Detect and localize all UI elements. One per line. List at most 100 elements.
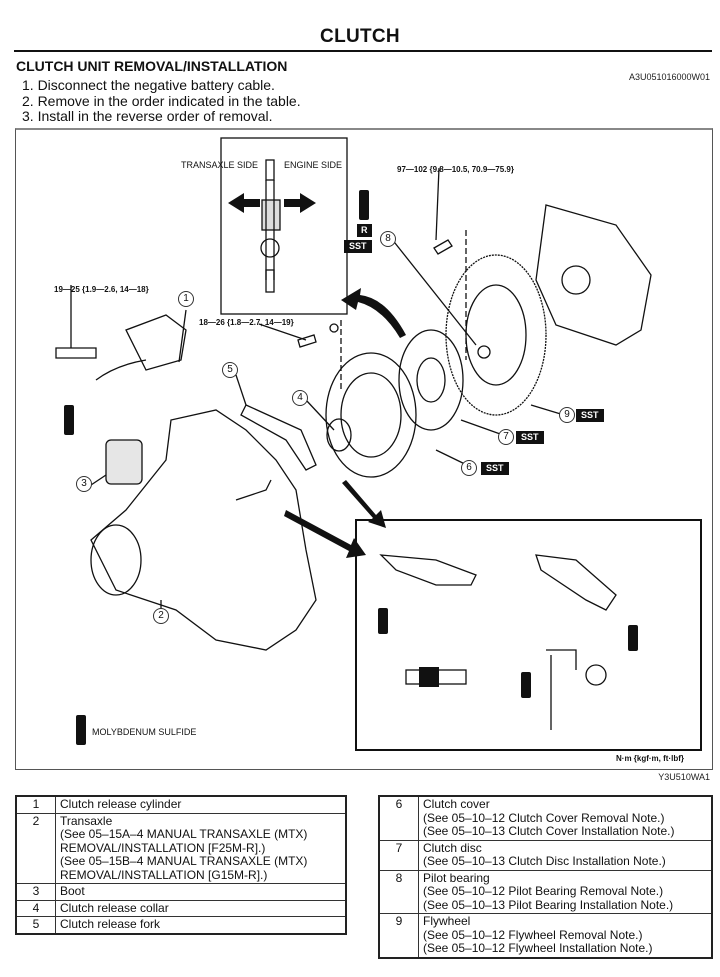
grease-can-icon bbox=[359, 190, 369, 220]
part-reference: (See 05–10–13 Pilot Bearing Installation… bbox=[423, 897, 674, 912]
grease-can-icon bbox=[76, 715, 86, 745]
part-number: 5 bbox=[15, 916, 56, 934]
torque-spec-release-cylinder: 19—25 {1.9—2.6, 14—18} bbox=[54, 285, 149, 294]
callout-5: 5 bbox=[222, 362, 238, 378]
part-reference: (See 05–10–12 Pilot Bearing Removal Note… bbox=[423, 884, 664, 898]
bolt-icon bbox=[55, 347, 97, 359]
grease-legend-label: MOLYBDENUM SULFIDE bbox=[92, 727, 197, 737]
table-row: 4 Clutch release collar bbox=[15, 899, 347, 917]
part-description: Clutch release collar bbox=[55, 899, 347, 917]
figure-id: Y3U510WA1 bbox=[658, 772, 710, 782]
callout-9: 9 bbox=[559, 407, 575, 423]
callout-6: 6 bbox=[461, 460, 477, 476]
clutch-cover-icon bbox=[325, 352, 417, 478]
boot-icon bbox=[105, 439, 143, 485]
curved-arrow-icon bbox=[341, 288, 406, 338]
part-reference: (See 05–10–12 Flywheel Installation Note… bbox=[423, 941, 653, 955]
part-description: Clutch release cylinder bbox=[55, 795, 347, 814]
part-name: Clutch release cylinder bbox=[60, 797, 182, 811]
callout-4: 4 bbox=[292, 390, 308, 406]
part-description: Flywheel(See 05–10–12 Flywheel Removal N… bbox=[418, 913, 713, 958]
units-note: N·m {kgf·m, ft·lbf} bbox=[616, 754, 684, 763]
exploded-diagram: TRANSAXLE SIDE ENGINE SIDE 97—102 {9.8—1… bbox=[15, 128, 713, 770]
document-id: A3U051016000W01 bbox=[628, 72, 710, 82]
sst-badge-9: SST bbox=[576, 409, 604, 422]
step: 2. Remove in the order indicated in the … bbox=[22, 92, 301, 109]
step: 1. Disconnect the negative battery cable… bbox=[22, 77, 275, 93]
replace-badge: R bbox=[357, 224, 372, 237]
part-reference: (See 05–15B–4 MANUAL TRANSAXLE (MTX) bbox=[60, 854, 308, 868]
release-fork-icon bbox=[240, 404, 317, 471]
bolt-icon bbox=[433, 239, 453, 255]
part-name: Clutch cover bbox=[423, 797, 490, 811]
part-number: 4 bbox=[15, 899, 56, 917]
callout-3: 3 bbox=[76, 476, 92, 492]
grease-can-icon bbox=[628, 625, 638, 651]
release-bearing-guide-icon bbox=[260, 159, 281, 293]
part-description: Boot bbox=[55, 883, 347, 901]
callout-7: 7 bbox=[498, 429, 514, 445]
grease-can-icon bbox=[64, 405, 74, 435]
part-reference: REMOVAL/INSTALLATION [F25M-R].) bbox=[60, 840, 266, 855]
part-number: 7 bbox=[378, 839, 419, 871]
part-number: 8 bbox=[378, 869, 419, 914]
torque-spec-clutch-cover: 18—26 {1.8—2.7, 14—19} bbox=[199, 318, 294, 327]
table-row: 3 Boot bbox=[15, 883, 347, 901]
part-number: 9 bbox=[378, 913, 419, 958]
release-collar-icon bbox=[326, 418, 352, 452]
inset-box-bottom bbox=[355, 519, 702, 751]
part-description: Transaxle(See 05–15A–4 MANUAL TRANSAXLE … bbox=[55, 812, 347, 884]
part-name: Clutch release collar bbox=[60, 900, 169, 915]
part-number: 3 bbox=[15, 883, 56, 901]
transaxle-icon bbox=[90, 409, 317, 651]
transaxle-side-label: TRANSAXLE SIDE bbox=[181, 160, 259, 170]
sst-badge-6: SST bbox=[481, 462, 509, 475]
release-fork-inset-icon bbox=[379, 554, 477, 586]
part-name: Clutch release fork bbox=[60, 917, 161, 931]
clutch-disc-icon bbox=[398, 329, 464, 431]
diagram-drawing bbox=[55, 137, 702, 751]
part-description: Clutch cover(See 05–10–12 Clutch Cover R… bbox=[418, 795, 713, 841]
sst-badge-8: SST bbox=[344, 240, 372, 253]
table-row: 5 Clutch release fork bbox=[15, 916, 347, 934]
procedure-steps: 1. Disconnect the negative battery cable… bbox=[22, 77, 301, 125]
callout-2: 2 bbox=[153, 608, 169, 624]
part-reference: (See 05–10–12 Clutch Cover Removal Note.… bbox=[423, 810, 665, 825]
arrow-right-icon bbox=[284, 193, 316, 213]
callout-1: 1 bbox=[178, 291, 194, 307]
part-reference: (See 05–10–13 Clutch Cover Installation … bbox=[423, 824, 675, 838]
part-reference: (See 05–15A–4 MANUAL TRANSAXLE (MTX) bbox=[60, 827, 308, 841]
release-cylinder-icon bbox=[125, 314, 187, 371]
part-description: Pilot bearing(See 05–10–12 Pilot Bearing… bbox=[418, 869, 713, 914]
part-name: Flywheel bbox=[423, 914, 471, 928]
torque-spec-flywheel: 97—102 {9.8—10.5, 70.9—75.9} bbox=[397, 165, 514, 174]
flywheel-icon bbox=[445, 254, 547, 416]
part-number: 2 bbox=[15, 812, 56, 884]
step: 3. Install in the reverse order of remov… bbox=[22, 108, 273, 124]
inset-box-top bbox=[220, 137, 348, 315]
table-row: 7 Clutch disc(See 05–10–13 Clutch Disc In… bbox=[378, 839, 713, 871]
arrow-diagonal-icon bbox=[284, 510, 366, 558]
part-name: Clutch disc bbox=[423, 840, 482, 855]
part-name: Pilot bearing bbox=[423, 870, 490, 885]
grease-can-icon bbox=[521, 672, 531, 698]
engine-side-label: ENGINE SIDE bbox=[284, 160, 343, 170]
part-reference: (See 05–10–13 Clutch Disc Installation N… bbox=[423, 854, 666, 868]
part-reference: (See 05–10–12 Flywheel Removal Note.) bbox=[423, 927, 643, 942]
grease-can-icon bbox=[378, 608, 388, 634]
part-name: Transaxle bbox=[60, 813, 113, 828]
title-rule bbox=[14, 50, 712, 52]
arrow-left-icon bbox=[228, 193, 260, 213]
engine-plate-icon bbox=[535, 204, 652, 346]
release-fork-inset-icon bbox=[535, 554, 617, 611]
sst-badge-7: SST bbox=[516, 431, 544, 444]
part-name: Boot bbox=[60, 884, 85, 898]
part-number: 6 bbox=[378, 795, 419, 841]
